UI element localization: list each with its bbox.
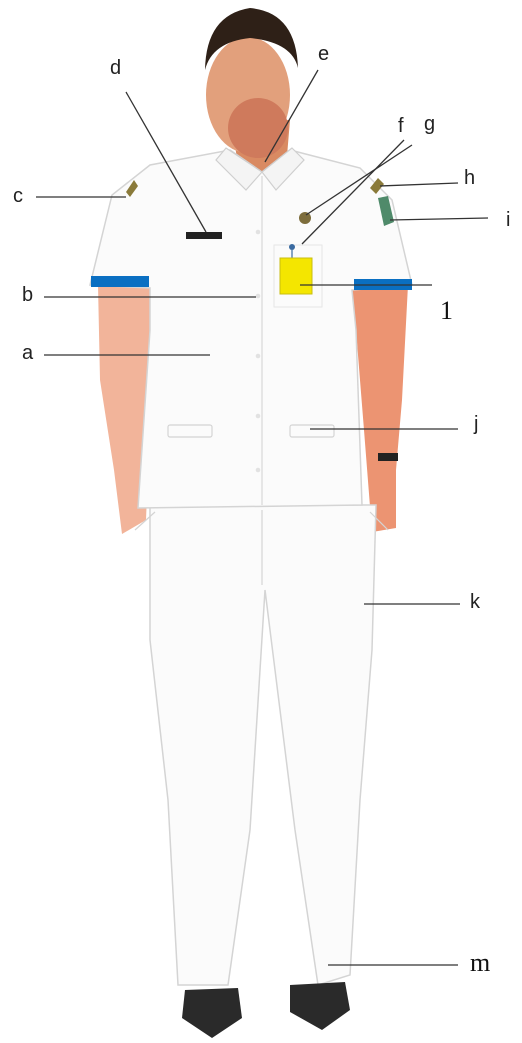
label-g: g — [424, 114, 435, 134]
button — [256, 354, 261, 359]
label-l: 1 — [440, 298, 453, 324]
label-d: d — [110, 58, 121, 78]
label-a: a — [22, 343, 33, 363]
id-card — [280, 258, 312, 294]
label-b: b — [22, 285, 33, 305]
name-plate — [186, 232, 222, 239]
label-c: c — [13, 186, 23, 206]
button — [256, 230, 261, 235]
id-clip — [289, 244, 295, 250]
label-j: j — [474, 414, 478, 434]
leader-line-h — [380, 183, 458, 186]
left-armband — [91, 276, 149, 287]
badge — [299, 212, 311, 224]
label-e: e — [318, 44, 329, 64]
face-shading — [228, 98, 288, 158]
right-shoe — [290, 982, 350, 1030]
label-f: f — [398, 116, 404, 136]
button — [256, 468, 261, 473]
right-lower-pocket — [290, 425, 334, 437]
left-shoe — [182, 988, 242, 1038]
label-m: m — [470, 950, 490, 976]
wristwatch — [378, 453, 398, 461]
label-k: k — [470, 592, 480, 612]
label-h: h — [464, 168, 475, 188]
left-lower-pocket — [168, 425, 212, 437]
trousers — [150, 505, 376, 985]
button — [256, 414, 261, 419]
label-i: i — [506, 210, 510, 230]
button — [256, 294, 261, 299]
leader-line-i — [390, 218, 488, 220]
